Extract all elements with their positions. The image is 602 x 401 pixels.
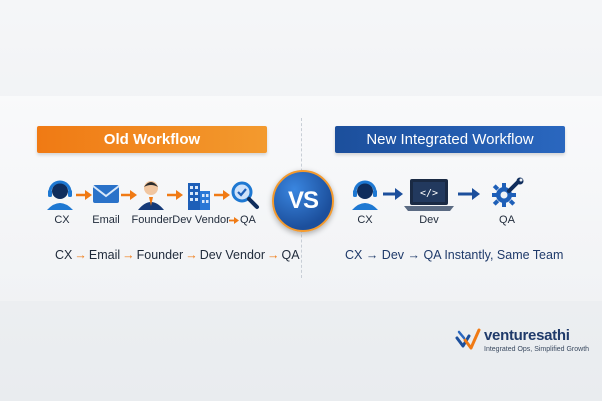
qa-magnifier-icon [231, 181, 259, 209]
chain-step: Dev Vendor [199, 248, 266, 262]
step-label-founder: Founder [131, 214, 173, 226]
old-workflow-banner: Old Workflow [37, 126, 267, 153]
headset-agent-icon [352, 180, 378, 210]
step-label-cx: CX [357, 214, 373, 226]
venturesathi-logo-icon [455, 328, 481, 350]
chain-arrow: → [74, 248, 87, 262]
chain-step: QA [281, 248, 300, 262]
chain-arrow: → [185, 248, 198, 262]
chain-step: Founder [136, 248, 184, 262]
step-label-dev: Dev [419, 214, 439, 226]
flow-arrow [458, 188, 480, 200]
flow-arrow [229, 217, 239, 224]
qa-gear-wrench-icon [492, 177, 524, 207]
email-envelope-icon [92, 185, 120, 203]
flow-arrow [76, 190, 92, 200]
flow-arrow [214, 190, 230, 200]
vs-badge: VS [272, 170, 334, 232]
step-label-cx: CX [54, 214, 70, 226]
old-workflow-chain: CX→Email→Founder→Dev Vendor→QA [55, 248, 300, 262]
headset-agent-icon [47, 180, 73, 210]
svg-text:</>: </> [420, 188, 438, 199]
founder-person-icon [138, 181, 164, 210]
new-workflow-chain: CX → Dev → QA Instantly, Same Team [345, 248, 564, 262]
step-label-dev-vendor: Dev Vendor [172, 214, 230, 226]
flow-arrow [167, 190, 183, 200]
laptop-code-icon: </> [404, 179, 454, 211]
new-workflow-banner: New Integrated Workflow [335, 126, 565, 153]
brand-name: venturesathi [484, 327, 570, 344]
step-label-qa: QA [240, 214, 256, 226]
brand-tagline: Integrated Ops, Simplified Growth [484, 346, 590, 353]
chain-step: Email [88, 248, 121, 262]
flow-arrow [121, 190, 137, 200]
step-label-qa: QA [499, 214, 515, 226]
step-label-email: Email [92, 214, 120, 226]
chain-arrow: → [267, 248, 280, 262]
flow-arrow [383, 188, 403, 200]
chain-step: CX [55, 248, 73, 262]
dev-vendor-building-icon [188, 183, 210, 210]
chain-arrow: → [122, 248, 135, 262]
